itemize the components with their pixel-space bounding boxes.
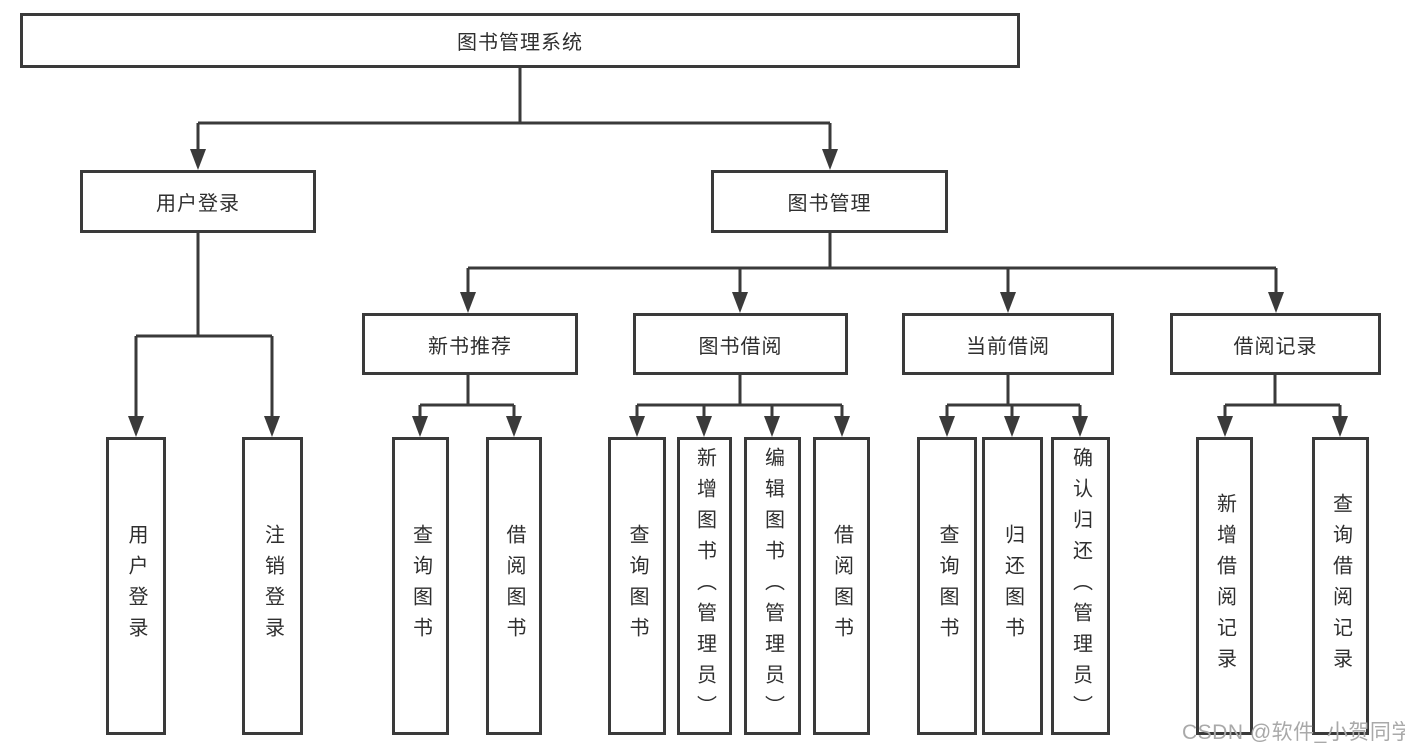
node-borrow-records: 借阅记录 <box>1170 313 1381 375</box>
arrowhead-icons <box>128 149 1348 437</box>
node-current-borrow: 当前借阅 <box>902 313 1114 375</box>
leaf-confirm-return-admin: 确认归还（管理员） <box>1051 437 1110 735</box>
watermark: CSDN @软件_小贺同学 <box>1182 721 1405 744</box>
leaf-borrow-book: 借阅图书 <box>813 437 870 735</box>
leaf-borrow-book-recommend: 借阅图书 <box>486 437 542 735</box>
leaf-query-book-borrow: 查询图书 <box>608 437 666 735</box>
leaf-add-book-admin: 新增图书（管理员） <box>677 437 732 735</box>
leaf-logout: 注销登录 <box>242 437 303 735</box>
node-system-root: 图书管理系统 <box>20 13 1020 68</box>
leaf-return-book: 归还图书 <box>982 437 1043 735</box>
leaf-add-borrow-record: 新增借阅记录 <box>1196 437 1253 735</box>
leaf-query-book-recommend: 查询图书 <box>392 437 449 735</box>
leaf-query-borrow-record: 查询借阅记录 <box>1312 437 1369 735</box>
node-user-login: 用户登录 <box>80 170 316 233</box>
leaf-user-login: 用户登录 <box>106 437 166 735</box>
node-book-borrow: 图书借阅 <box>633 313 848 375</box>
node-new-book-recommend: 新书推荐 <box>362 313 578 375</box>
node-book-management: 图书管理 <box>711 170 948 233</box>
leaf-query-book-current: 查询图书 <box>917 437 977 735</box>
leaf-edit-book-admin: 编辑图书（管理员） <box>744 437 801 735</box>
